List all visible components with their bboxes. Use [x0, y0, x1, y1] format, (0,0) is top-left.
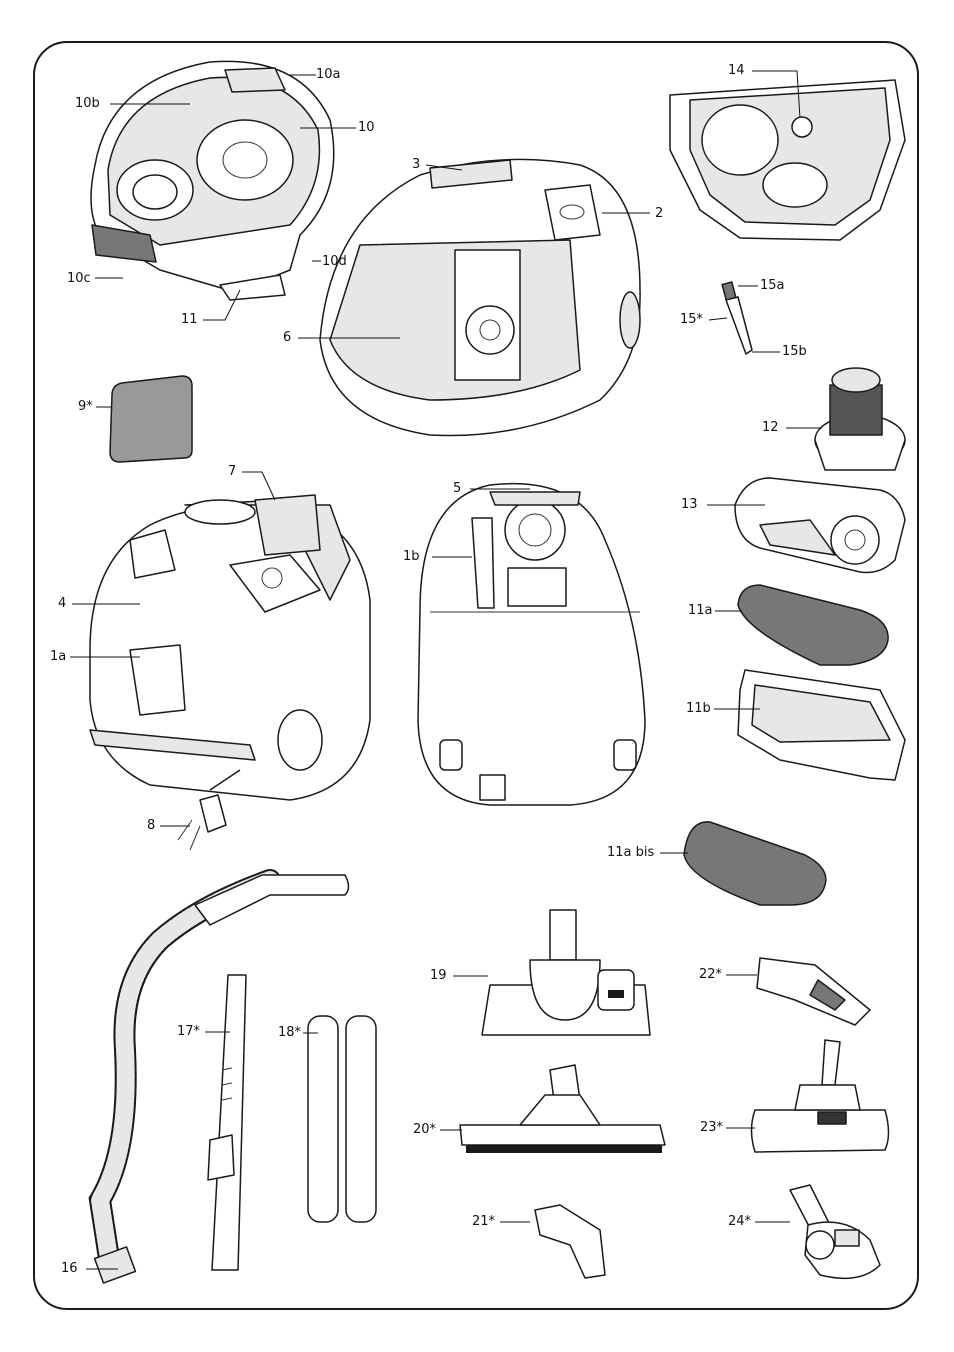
vacuum-body-open-illustration [319, 158, 641, 437]
filter-frame-illustration [734, 477, 906, 574]
label-7: 7 [228, 464, 237, 479]
label-15: 15* [680, 312, 704, 327]
telescopic-tube-illustration [207, 974, 247, 1271]
label-5: 5 [453, 481, 462, 496]
label-19: 19 [430, 968, 447, 983]
filter-cover-illustration [669, 79, 906, 241]
label-16: 16 [61, 1261, 78, 1276]
label-24: 24* [728, 1214, 752, 1229]
label-18: 18* [278, 1025, 302, 1040]
label-10d: 10d [322, 254, 347, 269]
label-3: 3 [412, 157, 421, 172]
label-15b: 15b [782, 344, 807, 359]
foam-pad-illustration [109, 375, 193, 463]
extension-tubes-illustration [307, 1015, 377, 1223]
crevice-tool-illustration [534, 1204, 606, 1279]
mini-turbo-brush-illustration [789, 1184, 881, 1280]
label-11: 11 [181, 312, 198, 327]
filter-cylinder-illustration [814, 367, 906, 471]
label-15a: 15a [760, 278, 785, 293]
label-13: 13 [681, 497, 698, 512]
power-plug-illustration [177, 769, 241, 851]
label-11a-bis: 11a bis [607, 845, 655, 860]
label-10b: 10b [75, 96, 100, 111]
label-12: 12 [762, 420, 779, 435]
label-6: 6 [283, 330, 292, 345]
hose-illustration [88, 869, 350, 1284]
label-9: 9* [78, 399, 93, 414]
label-21: 21* [472, 1214, 496, 1229]
label-22: 22* [699, 967, 723, 982]
label-11b: 11b [686, 701, 711, 716]
foam-filter-11a-bis-illustration [683, 821, 827, 906]
cleaning-brush-illustration [721, 281, 753, 355]
label-23: 23* [700, 1120, 724, 1135]
label-11a: 11a [688, 603, 713, 618]
label-1b: 1b [403, 549, 420, 564]
label-1a: 1a [50, 649, 67, 664]
floor-nozzle-illustration [481, 909, 651, 1036]
vacuum-body-back-illustration [417, 482, 646, 806]
label-10: 10 [358, 120, 375, 135]
diagram-frame [33, 41, 919, 1310]
label-20: 20* [413, 1122, 437, 1137]
label-8: 8 [147, 818, 156, 833]
foam-filter-11a-illustration [737, 584, 889, 666]
turbo-brush-illustration [750, 1039, 890, 1153]
label-2: 2 [655, 206, 664, 221]
dusting-brush-illustration [756, 957, 871, 1026]
filter-frame-11b-illustration [737, 669, 906, 781]
label-17: 17* [177, 1024, 201, 1039]
label-4: 4 [58, 596, 67, 611]
label-10a: 10a [316, 67, 341, 82]
dust-container-illustration [90, 60, 335, 301]
parquet-nozzle-illustration [459, 1064, 666, 1153]
vacuum-body-front-illustration [89, 494, 371, 801]
label-10c: 10c [67, 271, 91, 286]
label-14: 14 [728, 63, 745, 78]
